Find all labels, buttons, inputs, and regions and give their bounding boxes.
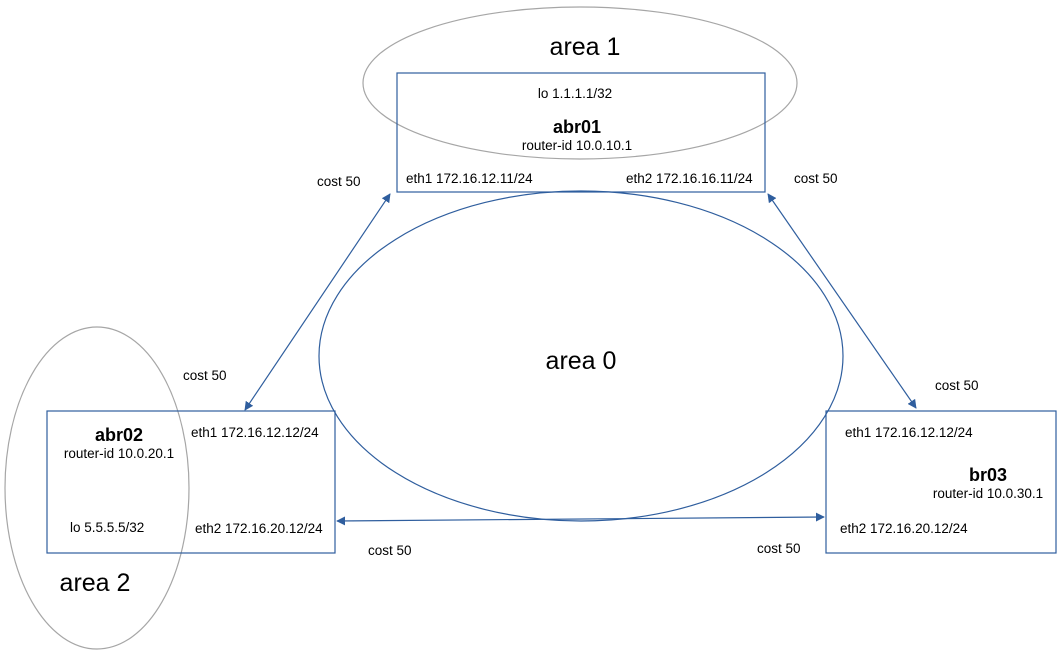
abr01-loopback: lo 1.1.1.1/32 [538,86,612,101]
link-abr02-br03 [336,512,825,526]
area-1-ellipse [362,6,798,160]
abr01-eth1: eth1 172.16.12.11/24 [406,171,533,186]
router-box-abr02 [46,410,336,554]
abr01-eth2: eth2 172.16.16.11/24 [626,171,753,186]
cost-label-abr02-br03-left: cost 50 [368,543,412,558]
cost-label-abr01-br03-bottom: cost 50 [935,378,979,393]
cost-label-abr01-abr02-top: cost 50 [317,174,361,189]
abr02-loopback: lo 5.5.5.5/32 [70,520,144,535]
abr02-router-id: router-id 10.0.20.1 [64,446,174,461]
br03-eth2: eth2 172.16.20.12/24 [840,521,968,536]
br03-name: br03 [969,465,1007,485]
cost-label-abr01-abr02-bottom: cost 50 [183,368,227,383]
br03-eth1: eth1 172.16.12.12/24 [845,425,973,440]
abr02-eth1: eth1 172.16.12.12/24 [191,425,319,440]
link-abr01-br03 [767,193,917,409]
router-box-abr01 [396,72,766,193]
cost-label-abr01-br03-top: cost 50 [794,171,838,186]
area-2-label: area 2 [60,569,131,597]
abr02-name: abr02 [95,425,143,445]
abr02-eth2: eth2 172.16.20.12/24 [195,521,323,536]
link-abr01-abr02 [244,193,391,411]
br03-router-id: router-id 10.0.30.1 [933,486,1043,501]
abr01-name: abr01 [553,117,601,137]
area-1-label: area 1 [550,33,621,61]
area-0-label: area 0 [546,347,617,375]
abr01-router-id: router-id 10.0.10.1 [522,138,632,153]
router-box-br03 [825,410,1057,554]
cost-label-abr02-br03-right: cost 50 [757,541,801,556]
area-2-ellipse [4,326,190,650]
